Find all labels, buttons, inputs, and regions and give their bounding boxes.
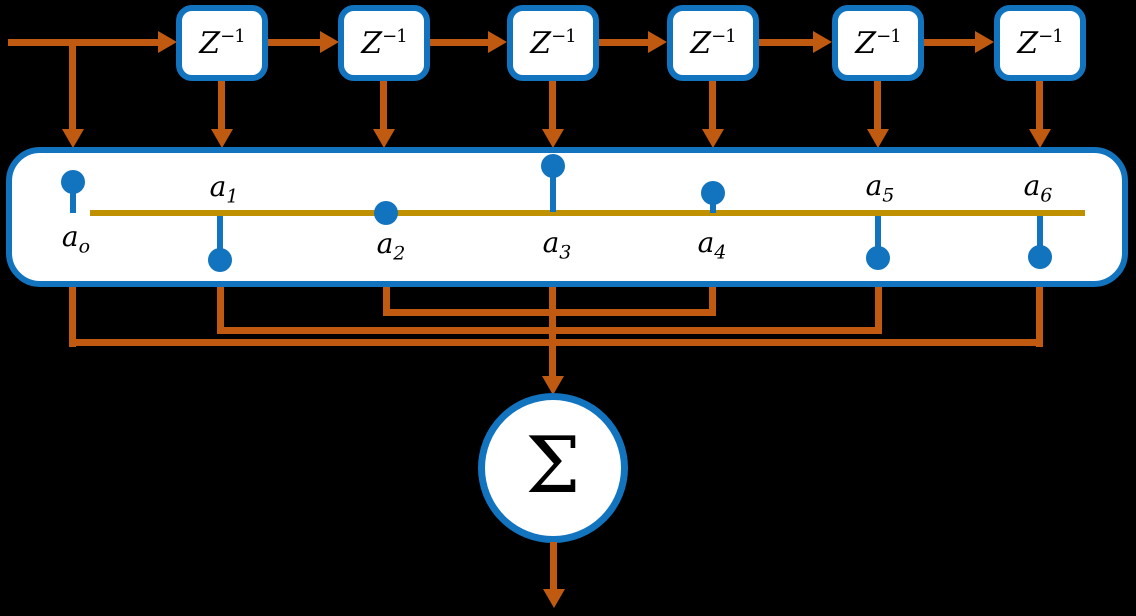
tap-a0-label: ao <box>61 220 91 258</box>
drop-b2-head-icon <box>373 129 395 148</box>
tap-a2-label: a2 <box>376 227 406 265</box>
tap-a3-dot <box>541 154 565 178</box>
arrow-b3-b4-shaft <box>599 39 648 46</box>
tap-a0-dot <box>61 170 85 194</box>
arrow-b5-b6-head-icon <box>975 31 994 53</box>
collector-drop-a4 <box>709 287 716 316</box>
arrow-b1-b2-head-icon <box>320 31 339 53</box>
drop-b1-shaft <box>218 81 225 130</box>
delay-block-3-label: Z−1 <box>530 25 576 61</box>
tap-a4-dot <box>701 181 725 205</box>
output-arrow-head-icon <box>543 589 565 608</box>
tap-a1-stem <box>217 216 223 250</box>
tap-a1-label: a1 <box>209 170 239 208</box>
drop-b5-shaft <box>874 81 881 130</box>
tap-a2-dot <box>374 201 398 225</box>
drop-b6-head-icon <box>1029 129 1051 148</box>
tap-a0-stem <box>70 192 76 213</box>
tap-a5-dot <box>866 246 890 270</box>
tap-a6-stem <box>1037 216 1043 247</box>
arrow-b2-b3-head-icon <box>488 31 507 53</box>
drop-b4-head-icon <box>702 129 724 148</box>
drop-b3-shaft <box>549 81 556 130</box>
input-arrow-shaft <box>8 39 158 46</box>
delay-block-4-label: Z−1 <box>690 25 736 61</box>
tap-a5-stem <box>875 216 881 248</box>
arrow-b1-b2-shaft <box>268 39 320 46</box>
delay-block-3: Z−1 <box>507 5 599 81</box>
input-branch-arrow-head-icon <box>62 129 84 148</box>
tap-a1-dot <box>208 248 232 272</box>
delay-block-2: Z−1 <box>338 5 430 81</box>
collector-drop-a5 <box>875 287 882 334</box>
drop-b3-head-icon <box>542 129 564 148</box>
collector-drop-a6 <box>1036 287 1043 347</box>
delay-block-5-label: Z−1 <box>855 25 901 61</box>
collector-drop-a0 <box>69 287 76 347</box>
sigma-symbol: Σ <box>525 421 581 511</box>
tap-a6-dot <box>1028 245 1052 269</box>
tap-a3-stem <box>550 176 556 212</box>
arrow-b4-b5-shaft <box>759 39 813 46</box>
drop-b2-shaft <box>380 81 387 130</box>
tap-a6-label: a6 <box>1023 169 1053 207</box>
tap-rail-box <box>6 147 1128 287</box>
delay-block-2-label: Z−1 <box>361 25 407 61</box>
arrow-b2-b3-shaft <box>430 39 488 46</box>
delay-block-5: Z−1 <box>832 5 924 81</box>
drop-b4-shaft <box>709 81 716 130</box>
drop-b6-shaft <box>1036 81 1043 130</box>
output-arrow-shaft <box>550 542 557 590</box>
collector-drop-a1 <box>217 287 224 334</box>
summation-node: Σ <box>478 393 628 543</box>
delay-block-4: Z−1 <box>667 5 759 81</box>
collector-line-outer <box>69 339 1043 346</box>
tap-a5-label: a5 <box>865 169 895 207</box>
drop-b1-head-icon <box>211 129 233 148</box>
input-arrow-head-icon <box>158 31 177 53</box>
delay-block-1-label: Z−1 <box>199 25 245 61</box>
tap-a4-label: a4 <box>697 226 727 264</box>
input-branch-shaft <box>69 42 76 130</box>
tap-rail-line <box>90 210 1085 216</box>
delay-block-6: Z−1 <box>994 5 1086 81</box>
sum-input-arrow-head-icon <box>542 376 564 395</box>
tap-a4-stem <box>710 202 716 213</box>
arrow-b5-b6-shaft <box>924 39 975 46</box>
drop-b5-head-icon <box>867 129 889 148</box>
arrow-b4-b5-head-icon <box>813 31 832 53</box>
tap-a3-label: a3 <box>542 226 572 264</box>
collector-drop-a2 <box>383 287 390 316</box>
sum-input-shaft <box>549 287 556 377</box>
delay-block-6-label: Z−1 <box>1017 25 1063 61</box>
arrow-b3-b4-head-icon <box>648 31 667 53</box>
delay-block-1: Z−1 <box>176 5 268 81</box>
